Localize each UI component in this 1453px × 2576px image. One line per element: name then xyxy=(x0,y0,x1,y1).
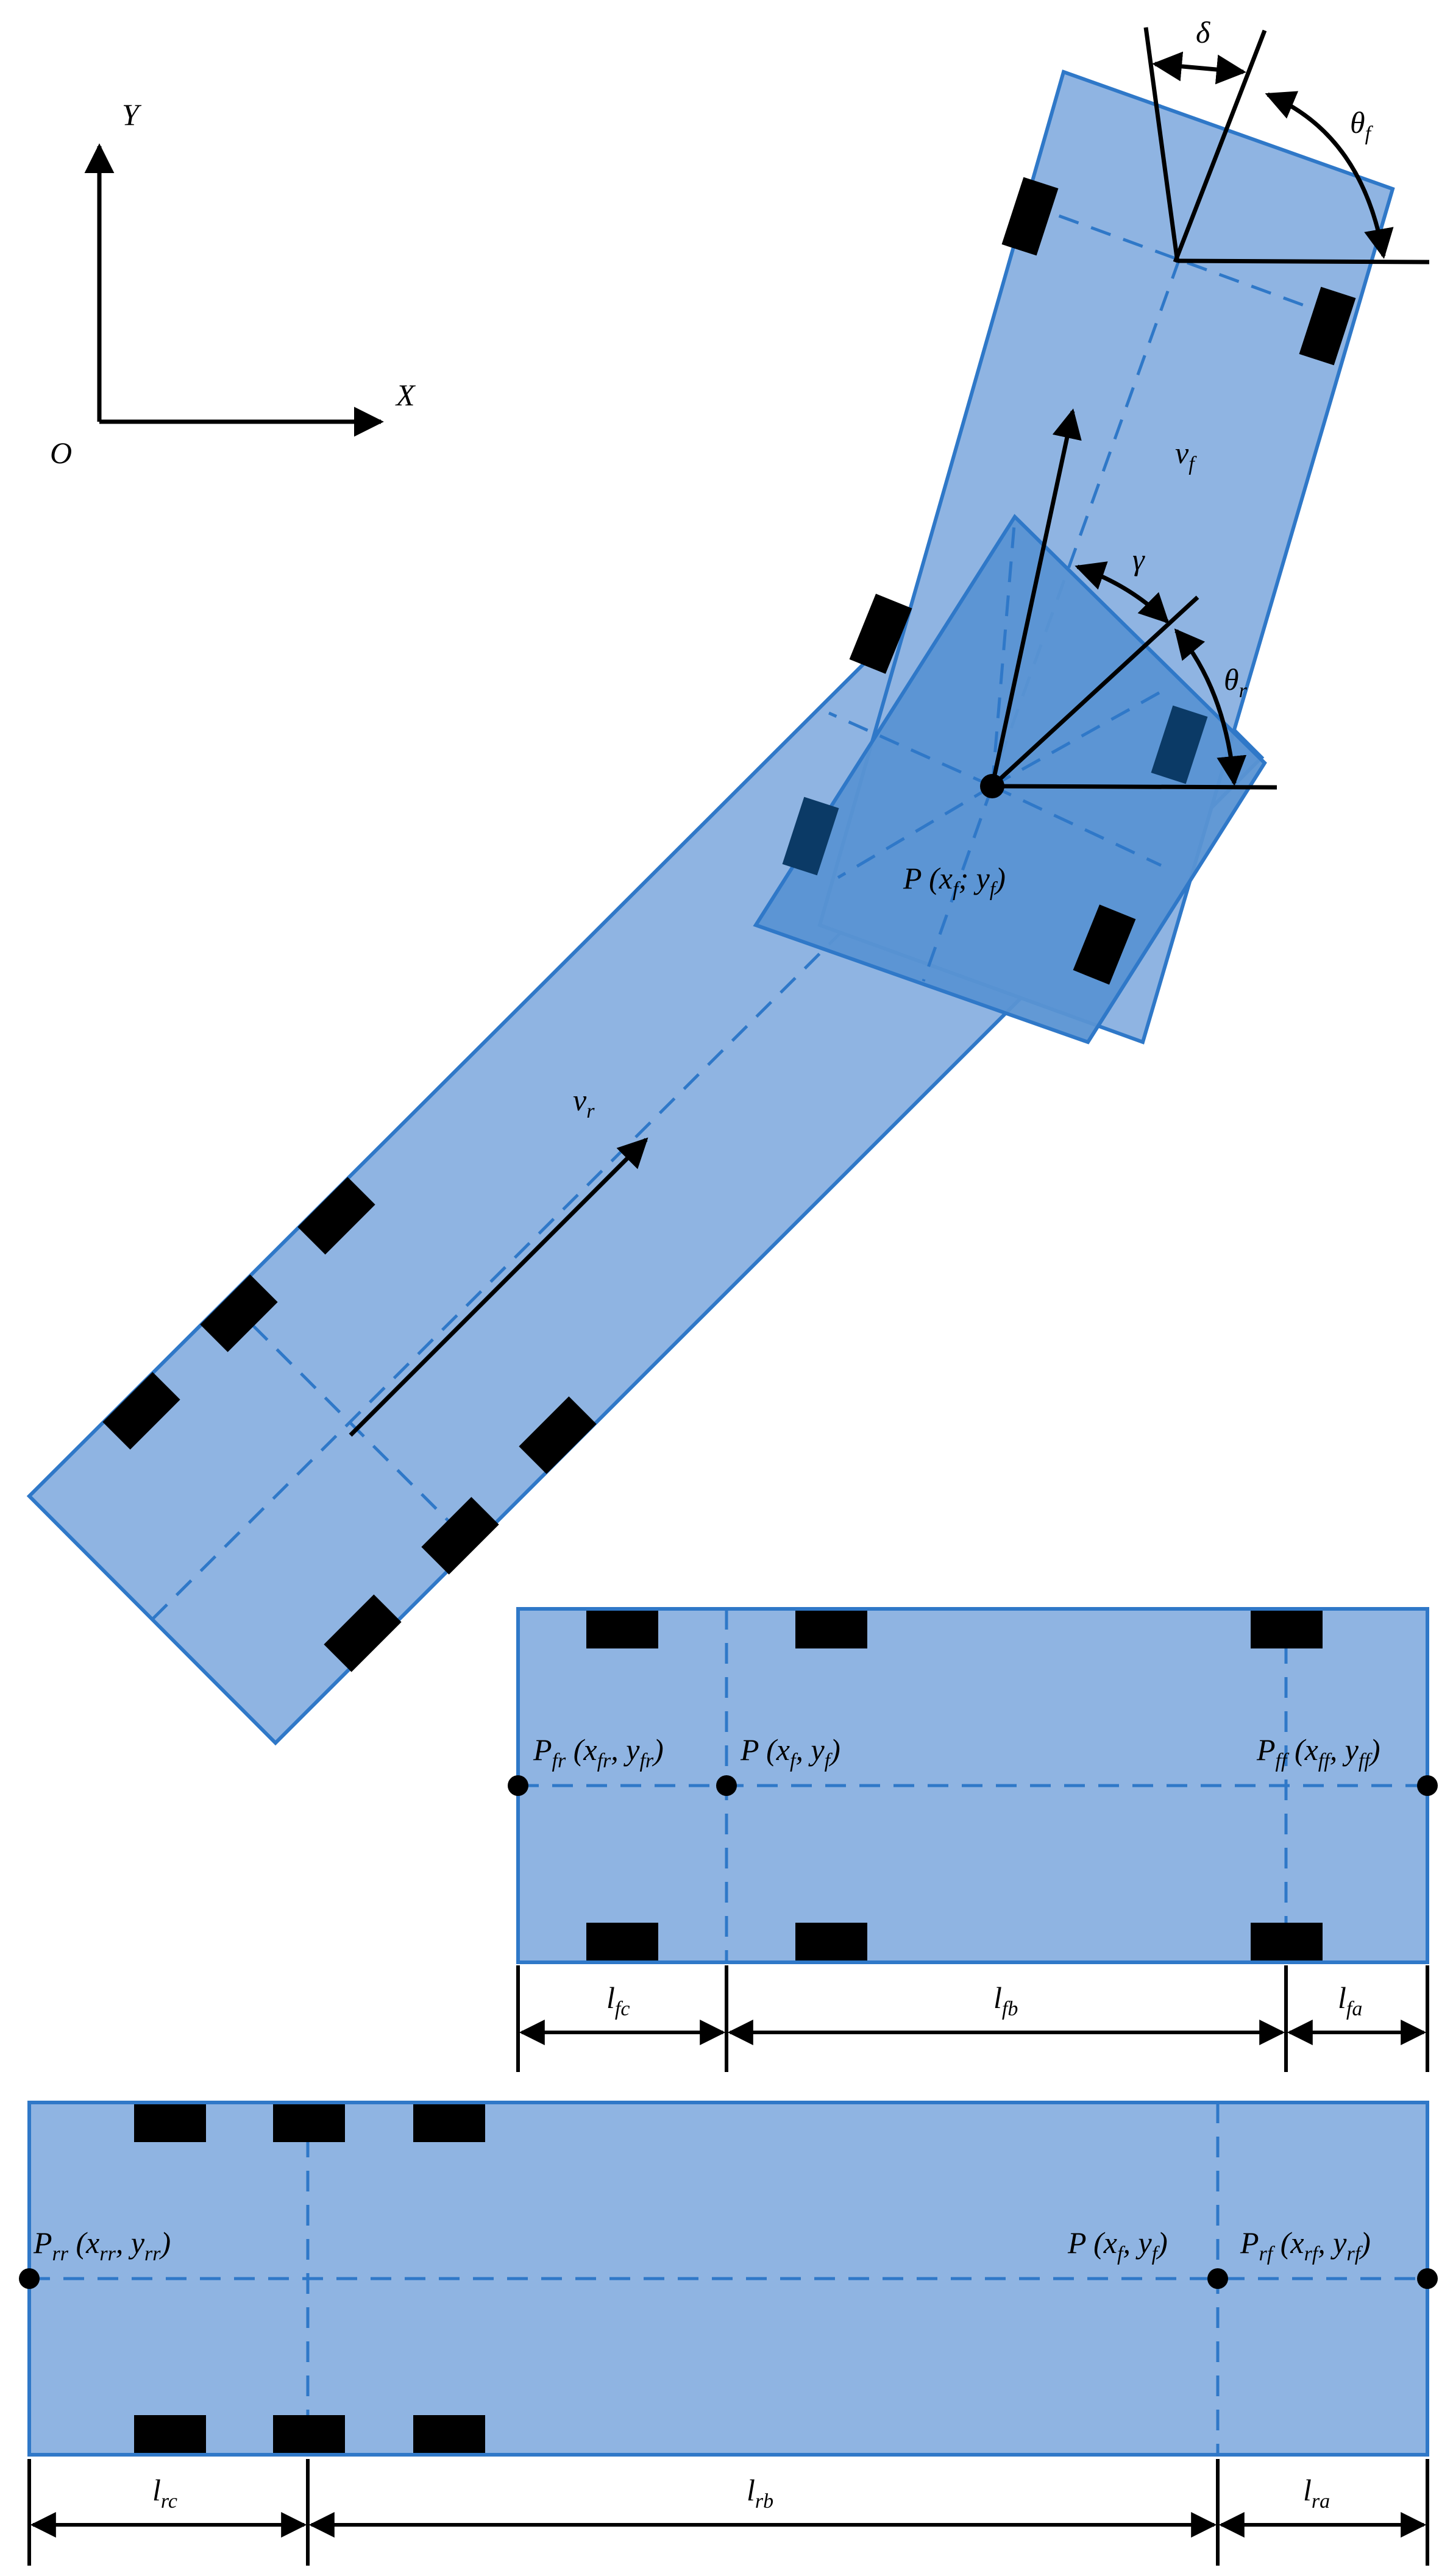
rear-side-wheel xyxy=(273,2104,345,2142)
rear-wheel xyxy=(102,1372,180,1450)
rear-side-wheel xyxy=(134,2415,206,2453)
joint-wheel xyxy=(849,594,912,674)
rear-wheel xyxy=(519,1396,597,1474)
front-unit-side-view: Pfr (xfr, yfr) P (xf, yf) Pff (xff, yff)… xyxy=(508,1607,1438,2072)
delta-arc xyxy=(1152,51,1246,85)
front-side-wheel xyxy=(1251,1611,1323,1648)
angle-annotations: δ θf γ θr vf P (xf; yf) vr xyxy=(349,15,1430,1437)
joint-ray xyxy=(828,711,993,788)
joint-ray xyxy=(990,517,1017,787)
theta-r-arc xyxy=(1174,628,1247,786)
theta-r-label: θr xyxy=(1224,662,1248,702)
p-rear-center-point xyxy=(1207,2268,1228,2289)
front-side-wheel xyxy=(586,1923,658,1960)
p-fr-label: Pfr (xfr, yfr) xyxy=(533,1733,664,1772)
rear-wheel xyxy=(421,1497,499,1575)
front-wheel xyxy=(1299,286,1356,366)
gamma-arc xyxy=(1075,561,1170,624)
rear-wheel xyxy=(200,1274,278,1352)
rear-side-wheel xyxy=(273,2415,345,2453)
p-rf-label: Prf (xrf, yrf) xyxy=(1240,2226,1371,2265)
l-fa-label: lfa xyxy=(1338,1981,1362,2020)
p-ff-label: Pff (xff, yff) xyxy=(1256,1733,1380,1772)
p-ff-point xyxy=(1417,1775,1438,1796)
joint-wheel xyxy=(1073,904,1136,985)
joint-ray xyxy=(837,784,993,879)
rear-horizontal-ref xyxy=(992,784,1277,790)
l-rc-label: lrc xyxy=(152,2473,177,2513)
front-side-wheel xyxy=(586,1611,658,1648)
joint-wheel xyxy=(782,797,839,876)
p-front-center-point xyxy=(716,1775,737,1796)
front-wheel xyxy=(1001,177,1059,256)
top-p-label: P (xf; yf) xyxy=(903,861,1006,901)
p-rr-label: Prr (xrr, yrr) xyxy=(33,2226,171,2265)
theta-f-label: θf xyxy=(1350,105,1374,145)
joint-ray xyxy=(991,784,1162,867)
rear-side-wheel xyxy=(413,2415,485,2453)
y-axis-label: Y xyxy=(122,98,142,132)
l-fb-label: lfb xyxy=(993,1981,1018,2020)
l-ra-label: lra xyxy=(1303,2473,1330,2513)
front-side-wheel xyxy=(795,1611,867,1648)
p-rear-center-label: P (xf, yf) xyxy=(1067,2226,1168,2265)
joint-ray xyxy=(922,786,994,982)
p-fr-point xyxy=(508,1775,528,1796)
rear-unit-side-view: Prr (xrr, yrr) P (xf, yf) Prf (xrf, yrf)… xyxy=(19,2101,1438,2566)
x-axis-label: X xyxy=(395,378,416,412)
rear-heading-line xyxy=(990,595,1199,788)
l-fc-label: lfc xyxy=(606,1981,630,2020)
delta-label: δ xyxy=(1196,15,1210,49)
rear-unit-axle-line xyxy=(227,1300,474,1546)
origin-label: O xyxy=(50,436,72,470)
rear-wheel xyxy=(297,1177,375,1255)
rear-side-wheel xyxy=(413,2104,485,2142)
p-rr-point xyxy=(19,2268,40,2289)
front-unit-axle-line xyxy=(1026,202,1345,322)
front-horizontal-ref xyxy=(1177,258,1430,264)
rear-side-wheel xyxy=(134,2104,206,2142)
theta-f-arc xyxy=(1265,91,1394,259)
coordinate-axes: Y X O xyxy=(50,98,416,470)
gamma-label: γ xyxy=(1132,542,1145,577)
vr-label: vr xyxy=(573,1083,595,1123)
rear-wheel xyxy=(324,1594,402,1672)
p-rf-point xyxy=(1417,2268,1438,2289)
front-side-wheel xyxy=(1251,1923,1323,1960)
front-side-wheel xyxy=(795,1923,867,1960)
l-rb-label: lrb xyxy=(747,2473,773,2513)
front-wheel-direction-line xyxy=(1143,27,1180,263)
vr-vector xyxy=(349,1137,648,1437)
front-heading-line xyxy=(1173,29,1267,263)
vf-vector xyxy=(990,408,1082,787)
front-unit-centerline xyxy=(989,258,1181,787)
p-front-center-label: P (xf, yf) xyxy=(740,1733,840,1772)
